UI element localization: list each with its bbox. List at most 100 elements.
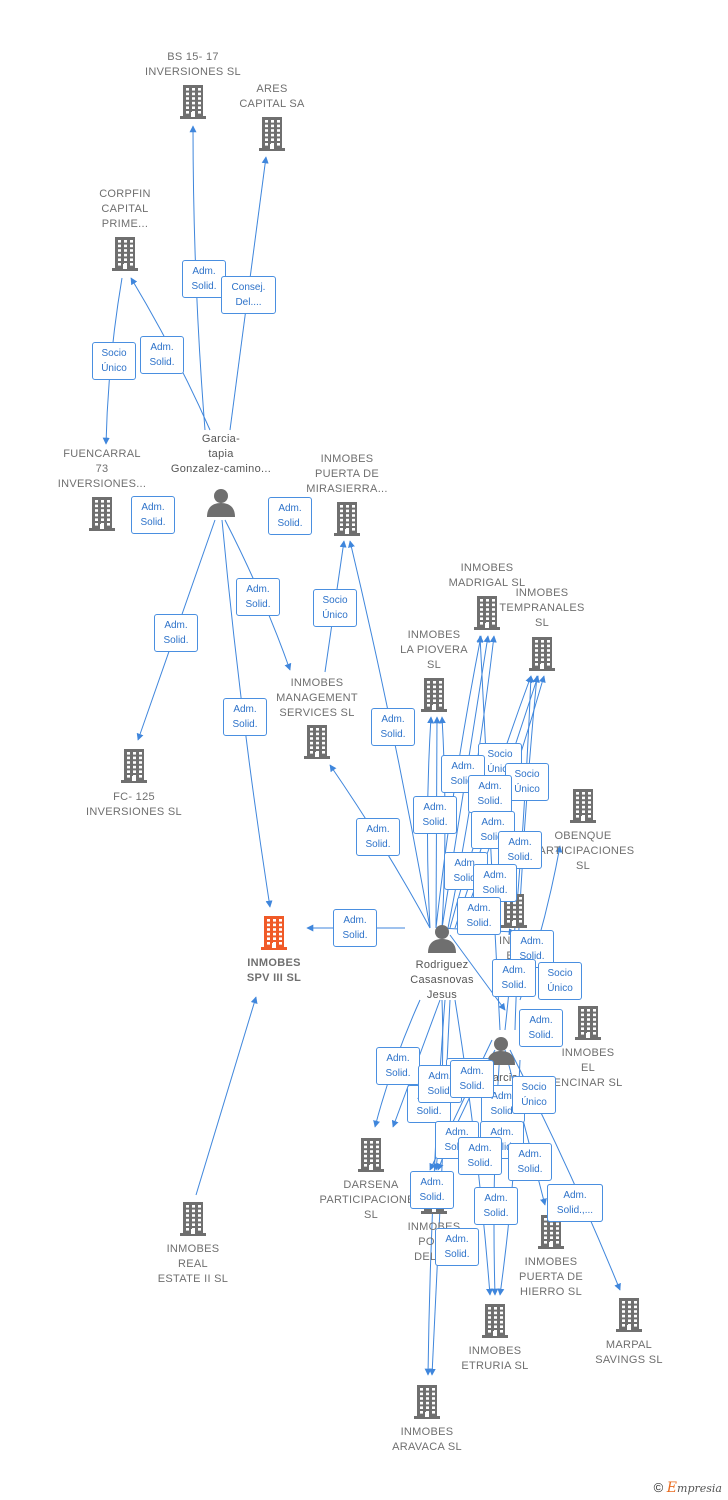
company-label: OBENQUE PARTICIPACIONES SL	[531, 830, 635, 872]
person-label: Garcia- tapia Gonzalez-camino...	[170, 433, 272, 475]
company-building-icon[interactable]	[180, 85, 206, 124]
relationship-badge[interactable]: Adm. Solid.	[450, 1060, 494, 1098]
company-node-aravaca[interactable]: INMOBES ARAVACA SL	[352, 1425, 502, 1455]
company-node-ares[interactable]: ARES CAPITAL SA	[197, 82, 347, 112]
relationship-badge[interactable]: Adm. Solid.	[435, 1228, 479, 1266]
brand-logo-initial: E	[666, 1480, 678, 1496]
company-label: INMOBES PUERTA DE MIRASIERRA...	[306, 453, 388, 495]
company-node-piovera[interactable]: INMOBES LA PIOVERA SL	[359, 628, 509, 673]
watermark: © Empresia	[654, 1480, 722, 1496]
company-building-icon[interactable]	[570, 789, 596, 828]
company-node-corpfin[interactable]: CORPFIN CAPITAL PRIME...	[50, 187, 200, 232]
company-node-real2[interactable]: INMOBES REAL ESTATE II SL	[118, 1242, 268, 1287]
relationship-badge[interactable]: Adm. Solid.	[223, 698, 267, 736]
company-label: INMOBES TEMPRANALES SL	[499, 587, 585, 629]
relationship-edge	[504, 1049, 547, 1206]
relationship-badge[interactable]: Adm. Solid.	[413, 796, 457, 834]
relationship-badge[interactable]: Adm. Solid.	[468, 775, 512, 813]
relationship-badge[interactable]: Adm. Solid.	[154, 614, 198, 652]
relationship-badge[interactable]: Socio Único	[512, 1076, 556, 1114]
company-label: MARPAL SAVINGS SL	[595, 1339, 663, 1366]
company-node-marpal[interactable]: MARPAL SAVINGS SL	[554, 1338, 704, 1368]
company-node-encinar[interactable]: INMOBES EL ENCINAR SL	[513, 1046, 663, 1091]
company-building-icon[interactable]	[334, 502, 360, 541]
company-building-icon[interactable]	[89, 497, 115, 536]
company-building-icon[interactable]	[121, 749, 147, 788]
relationship-edge	[195, 996, 258, 1196]
relationship-badge[interactable]: Socio Único	[92, 342, 136, 380]
company-building-icon[interactable]	[616, 1298, 642, 1337]
company-label: INMOBES LA PIOVERA SL	[400, 629, 468, 671]
relationship-badge[interactable]: Adm. Solid.	[457, 897, 501, 935]
company-building-icon[interactable]	[575, 1006, 601, 1045]
relationship-badge[interactable]: Adm. Solid.	[182, 260, 226, 298]
company-label: INMOBES REAL ESTATE II SL	[157, 1243, 229, 1285]
company-building-icon[interactable]	[414, 1385, 440, 1424]
company-label: INMOBES MANAGEMENT SERVICES SL	[276, 677, 358, 719]
relationship-badge[interactable]: Adm. Solid.	[519, 1009, 563, 1047]
company-label: CORPFIN CAPITAL PRIME...	[99, 188, 151, 230]
relationship-badge[interactable]: Adm. Solid.	[236, 578, 280, 616]
company-label: INMOBES SPV III SL	[246, 957, 302, 984]
company-node-obenque[interactable]: OBENQUE PARTICIPACIONES SL	[508, 829, 658, 874]
person-icon[interactable]	[206, 487, 236, 522]
company-label: INMOBES PUERTA DE HIERRO SL	[518, 1256, 584, 1298]
company-building-icon[interactable]	[482, 1304, 508, 1343]
person-icon[interactable]	[486, 1035, 516, 1070]
relationship-badge[interactable]: Adm. Solid.	[473, 864, 517, 902]
company-building-icon[interactable]	[474, 596, 500, 635]
copyright-symbol: ©	[653, 1480, 664, 1495]
person-node-garcia[interactable]: Garcia- tapia Gonzalez-camino...	[146, 432, 296, 477]
relationship-badge[interactable]: Adm. Solid.	[140, 336, 184, 374]
relationship-badge[interactable]: Adm. Solid.	[508, 1143, 552, 1181]
company-building-icon[interactable]	[180, 1202, 206, 1241]
company-building-icon[interactable]	[358, 1138, 384, 1177]
company-building-icon[interactable]	[529, 637, 555, 676]
relationship-badge[interactable]: Adm. Solid.	[268, 497, 312, 535]
company-node-tempranales[interactable]: INMOBES TEMPRANALES SL	[467, 586, 617, 631]
company-node-madrigal[interactable]: INMOBES MADRIGAL SL	[412, 561, 562, 591]
relationship-badge[interactable]: Adm. Solid.	[474, 1187, 518, 1225]
company-label: INMOBES ETRURIA SL	[461, 1345, 529, 1372]
company-building-icon[interactable]	[304, 725, 330, 764]
relationship-badge[interactable]: Adm. Solid.	[410, 1171, 454, 1209]
relationship-badge[interactable]: Adm. Solid.	[371, 708, 415, 746]
company-node-spv3[interactable]: INMOBES SPV III SL	[199, 956, 349, 986]
person-icon[interactable]	[427, 923, 457, 958]
relationship-badge[interactable]: Adm. Solid.	[498, 831, 542, 869]
company-building-icon[interactable]	[259, 117, 285, 156]
company-building-icon[interactable]	[501, 894, 527, 933]
company-node-fuencarral[interactable]: FUENCARRAL 73 INVERSIONES...	[27, 447, 177, 492]
company-node-hierro[interactable]: INMOBES PUERTA DE HIERRO SL	[476, 1255, 626, 1300]
relationship-badge[interactable]: Adm. Solid.	[333, 909, 377, 947]
company-node-mirasierra[interactable]: INMOBES PUERTA DE MIRASIERRA...	[272, 452, 422, 497]
relationship-badge[interactable]: Consej. Del....	[221, 276, 276, 314]
relationship-edge	[449, 934, 506, 1011]
company-building-icon[interactable]	[112, 237, 138, 276]
company-label: FUENCARRAL 73 INVERSIONES...	[57, 448, 147, 490]
company-label: INMOBES EL ENCINAR SL	[553, 1047, 623, 1089]
person-node-rodriguez[interactable]: Rodriguez Casasnovas Jesus	[367, 958, 517, 1003]
relationship-badge[interactable]: Socio Único	[313, 589, 357, 627]
relationship-badge[interactable]: Adm. Solid.	[356, 818, 400, 856]
company-label: FC- 125 INVERSIONES SL	[86, 791, 182, 818]
company-building-icon[interactable]	[421, 678, 447, 717]
company-label: DARSENA PARTICIPACIONES SL	[319, 1179, 423, 1221]
relationship-badge[interactable]: Adm. Solid.	[376, 1047, 420, 1085]
relationship-badge[interactable]: Adm. Solid.	[492, 959, 536, 997]
relationship-badge[interactable]: Adm. Solid.	[458, 1137, 502, 1175]
company-label: ARES CAPITAL SA	[239, 83, 305, 110]
relationship-badge[interactable]: Adm. Solid.,...	[547, 1184, 603, 1222]
company-node-management[interactable]: INMOBES MANAGEMENT SERVICES SL	[242, 676, 392, 721]
company-node-bs15[interactable]: BS 15- 17 INVERSIONES SL	[118, 50, 268, 80]
company-label: BS 15- 17 INVERSIONES SL	[145, 51, 241, 78]
company-label: INMOBES MADRIGAL SL	[448, 562, 526, 589]
highlighted-company-building-icon[interactable]	[261, 916, 287, 955]
company-node-etruria[interactable]: INMOBES ETRURIA SL	[420, 1344, 570, 1374]
company-node-fc125[interactable]: FC- 125 INVERSIONES SL	[59, 790, 209, 820]
person-label: Rodriguez Casasnovas Jesus	[410, 959, 474, 1001]
company-node-darsena[interactable]: DARSENA PARTICIPACIONES SL	[296, 1178, 446, 1223]
company-label: INMOBES ARAVACA SL	[392, 1426, 462, 1453]
relationship-badge[interactable]: Socio Único	[538, 962, 582, 1000]
relationship-badge[interactable]: Adm. Solid.	[131, 496, 175, 534]
